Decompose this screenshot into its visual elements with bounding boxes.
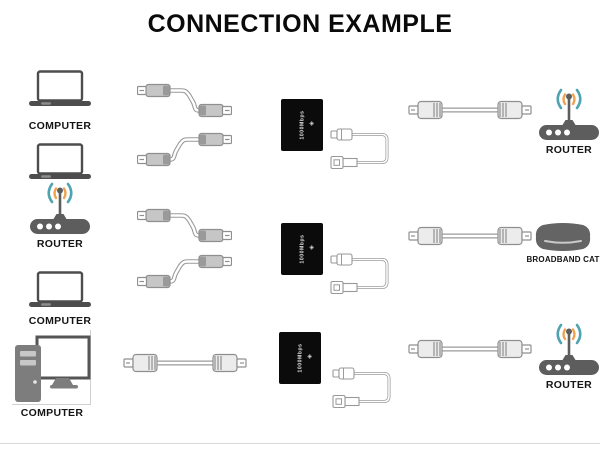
ethernet-patch-cable-icon [137,252,232,292]
usb-power-cable-icon [330,246,392,296]
router-label: ROUTER [36,238,84,250]
wifi-signal-icon [556,323,582,345]
network-extender-icon: 1000Mbps ◈ [281,99,323,151]
router-label: ROUTER [545,379,593,391]
computer-label: COMPUTER [20,407,84,419]
ethernet-patch-cable-icon [137,130,232,170]
wifi-signal-icon [47,182,73,204]
ethernet-cable-icon [408,97,532,123]
laptop-icon [28,143,92,181]
triangle-logo-icon: ◈ [309,245,314,251]
wifi-router-icon [537,323,600,377]
extender-label: 1000Mbps [298,110,305,140]
laptop-icon [28,70,92,108]
wifi-signal-icon [556,88,582,110]
broadband-cat-icon [533,222,593,252]
divider-line-horizontal [12,404,91,405]
computer-label: COMPUTER [28,315,92,327]
extender-label: 1000Mbps [296,343,303,373]
triangle-logo-icon: ◈ [307,354,312,360]
ethernet-cable-icon [408,336,532,362]
wifi-router-icon [537,88,600,142]
laptop-icon [28,271,92,309]
ethernet-cable-icon [123,350,247,376]
network-extender-icon: 1000Mbps ◈ [281,223,323,275]
wifi-router-icon [28,182,92,236]
ethernet-patch-cable-icon [137,206,232,246]
extender-label: 1000Mbps [298,234,305,264]
network-extender-icon: 1000Mbps ◈ [279,332,321,384]
computer-label: COMPUTER [28,120,92,132]
desktop-computer-icon [12,332,92,406]
triangle-logo-icon: ◈ [309,121,314,127]
broadband-cat-label: BROADBAND CAT [526,255,600,264]
page-title: CONNECTION EXAMPLE [147,10,453,38]
bottom-border-line [0,443,600,444]
usb-power-cable-icon [330,121,392,171]
ethernet-patch-cable-icon [137,81,232,121]
usb-power-cable-icon [332,360,394,410]
router-label: ROUTER [545,144,593,156]
ethernet-cable-icon [408,223,532,249]
